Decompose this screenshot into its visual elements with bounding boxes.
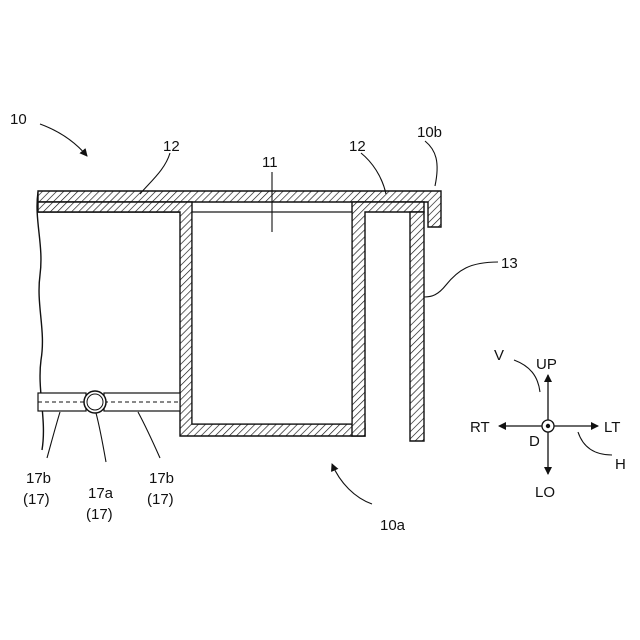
direction-indicator: UP LO RT LT D V H (470, 347, 626, 501)
label-rt: RT (470, 419, 490, 436)
leader-10 (40, 124, 87, 156)
label-17a: 17a (88, 485, 114, 502)
leader-10b (425, 141, 437, 186)
label-v: V (494, 347, 504, 364)
label-d: D (529, 433, 540, 450)
label-lt: LT (604, 419, 620, 436)
label-17a-paren: (17) (86, 506, 113, 523)
leader-13 (424, 262, 498, 297)
plate-13 (410, 212, 424, 441)
label-12-left: 12 (163, 138, 180, 155)
label-17b-right-paren: (17) (147, 491, 174, 508)
label-17b-right: 17b (149, 470, 174, 487)
housing-inner (192, 212, 352, 424)
label-17b-left: 17b (26, 470, 51, 487)
leader-10a (332, 464, 372, 504)
label-h: H (615, 456, 626, 473)
label-17b-left-paren: (17) (23, 491, 50, 508)
label-lo: LO (535, 484, 555, 501)
label-10: 10 (10, 111, 27, 128)
label-12-right: 12 (349, 138, 366, 155)
label-10a: 10a (380, 517, 406, 534)
label-11: 11 (262, 154, 278, 171)
label-10b: 10b (417, 124, 442, 141)
leader-17b-right (138, 412, 160, 458)
depth-symbol-dot (546, 424, 550, 428)
label-13: 13 (501, 255, 518, 272)
leader-17a (96, 413, 106, 462)
leader-17b-left (47, 412, 60, 458)
leader-12-right (361, 153, 386, 194)
label-up: UP (536, 356, 557, 373)
leader-12-left (140, 153, 170, 194)
